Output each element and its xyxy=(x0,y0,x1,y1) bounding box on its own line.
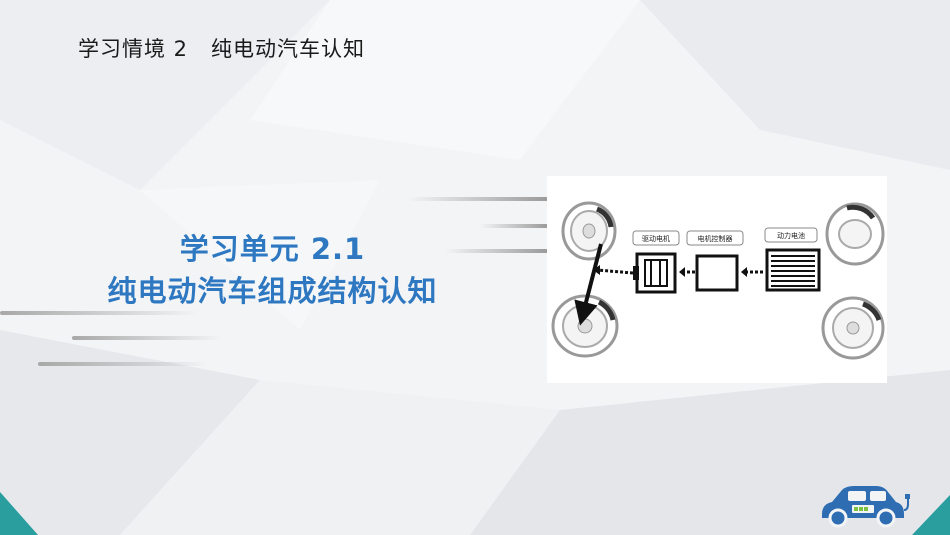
speed-line xyxy=(445,249,548,253)
flow-arrow-icon xyxy=(593,265,634,275)
power-battery-icon xyxy=(765,248,821,292)
ev-structure-diagram: 驱动电机 电机控制器 动力电池 xyxy=(547,176,887,383)
speed-line xyxy=(72,336,222,340)
wheel-front-left-icon xyxy=(561,201,617,261)
speed-line xyxy=(38,362,208,366)
speed-line xyxy=(480,224,548,228)
wheel-front-right-icon xyxy=(825,202,885,266)
teal-corner-left xyxy=(0,492,38,535)
flow-arrow-icon xyxy=(679,267,695,277)
drive-motor-label: 驱动电机 xyxy=(642,234,670,243)
drive-shaft xyxy=(574,243,603,326)
teal-corner-right xyxy=(912,495,950,535)
motor-controller-icon xyxy=(695,254,739,292)
electric-car-logo-icon xyxy=(822,486,910,528)
drive-motor-label-box xyxy=(632,230,680,246)
power-battery-label: 动力电池 xyxy=(777,231,805,240)
power-battery-label-box xyxy=(764,227,818,243)
motor-controller-label: 电机控制器 xyxy=(698,234,733,243)
unit-title: 学习单元 2.1 xyxy=(179,232,366,266)
speed-line xyxy=(0,311,200,315)
unit-subtitle: 纯电动汽车组成结构认知 xyxy=(107,274,438,308)
motor-controller-label-box xyxy=(686,230,744,246)
speed-line xyxy=(408,197,548,201)
section-title: 学习情境 2 纯电动汽车认知 xyxy=(78,37,366,61)
wheel-rear-right-icon xyxy=(821,296,885,360)
drive-motor-icon xyxy=(633,252,677,294)
flow-arrow-icon xyxy=(741,267,763,277)
